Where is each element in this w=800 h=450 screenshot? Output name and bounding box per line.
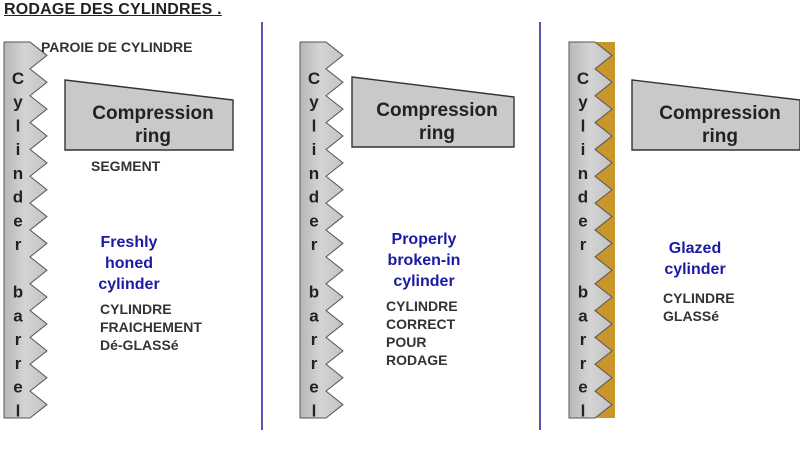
panel-1-barrel-letter: d [13, 188, 23, 207]
segment-label: SEGMENT [91, 158, 161, 174]
panel-3-french-caption: CYLINDRE GLASSé [663, 290, 735, 324]
panel-1-barrel-letter: n [13, 164, 23, 183]
panel-2-barrel-letter: l [312, 116, 317, 135]
panel-2-barrel-letter: y [309, 93, 319, 112]
panel-2-english-caption: Properly broken-in cylinder [387, 231, 461, 290]
panel-2-ring-label-line1: Compression [376, 100, 497, 121]
panel-2-ring-label-line2: ring [419, 123, 455, 144]
panel-1-barrel-letter: b [13, 283, 23, 302]
panel-3-barrel-letter: l [581, 116, 586, 135]
panel-2-french-caption: CYLINDRE CORRECT POUR RODAGE [386, 298, 458, 368]
panel-2-barrel-letter: e [309, 211, 318, 230]
panel-1-barrel-letter: l [16, 116, 21, 135]
panel-2-barrel-letter: b [309, 283, 319, 302]
panel-1-cylinder-barrel [3, 41, 48, 419]
panel-3-cylinder-barrel [568, 41, 613, 419]
panel-3-barrel-letter: C [577, 69, 589, 88]
panel-3-ring-label-line2: ring [702, 126, 738, 147]
panel-1-french-caption: CYLINDRE FRAICHEMENT Dé-GLASSé [100, 301, 202, 353]
panel-2-barrel-letter: r [311, 354, 318, 373]
panel-1-barrel-letter: r [15, 235, 22, 254]
panel-2-barrel-letter: r [311, 235, 318, 254]
panel-2-barrel-letter: l [312, 401, 317, 420]
panel-3-barrel-letter: d [578, 188, 588, 207]
panel-3-english-caption: Glazed cylinder [664, 240, 726, 278]
panel-3-barrel-letter: r [580, 354, 587, 373]
panel-2-barrel-letter: r [311, 330, 318, 349]
panel-3-barrel-letter: n [578, 164, 588, 183]
panel-1-barrel-letter: r [15, 330, 22, 349]
panel-3-barrel-letter: b [578, 283, 588, 302]
panel-3-barrel-letter: e [578, 378, 587, 397]
cylinder-wall-label: PAROIE DE CYLINDRE [41, 39, 193, 55]
panel-2-cylinder-barrel [299, 41, 344, 419]
panel-2-barrel-letter: n [309, 164, 319, 183]
panel-3-barrel-letter: e [578, 211, 587, 230]
panel-1-barrel-letter: e [13, 378, 22, 397]
panel-1-barrel-letter: l [16, 401, 21, 420]
panel-2-compression-ring [351, 76, 515, 148]
panel-1-barrel-letter: C [12, 69, 24, 88]
panel-2-barrel-letter: C [308, 69, 320, 88]
panel-3-barrel-letter: i [581, 140, 586, 159]
panel-2-barrel-letter: a [309, 306, 319, 325]
panel-2-barrel-letter: e [309, 378, 318, 397]
panel-1-ring-label-line2: ring [135, 126, 171, 147]
panel-3-barrel-letter: y [578, 93, 588, 112]
panel-1-ring-label-line1: Compression [92, 103, 213, 124]
panel-3-barrel-letter: l [581, 401, 586, 420]
panel-3-ring-label-line1: Compression [659, 103, 780, 124]
panel-2-barrel-letter: i [312, 140, 317, 159]
panel-1-compression-ring [64, 79, 234, 151]
page-title: RODAGE DES CYLINDRES . [4, 1, 222, 18]
panel-3-compression-ring [631, 79, 800, 151]
panel-3-barrel-letter: a [578, 306, 588, 325]
panel-1-barrel-letter: y [13, 93, 23, 112]
panel-2-barrel-letter: d [309, 188, 319, 207]
panel-3-barrel-letter: r [580, 330, 587, 349]
panel-1-english-caption: Freshly honed cylinder [98, 234, 160, 293]
panel-1-barrel-letter: e [13, 211, 22, 230]
panel-1-barrel-letter: i [16, 140, 21, 159]
panel-1-barrel-letter: r [15, 354, 22, 373]
panel-3-barrel-letter: r [580, 235, 587, 254]
panel-1-barrel-letter: a [13, 306, 23, 325]
